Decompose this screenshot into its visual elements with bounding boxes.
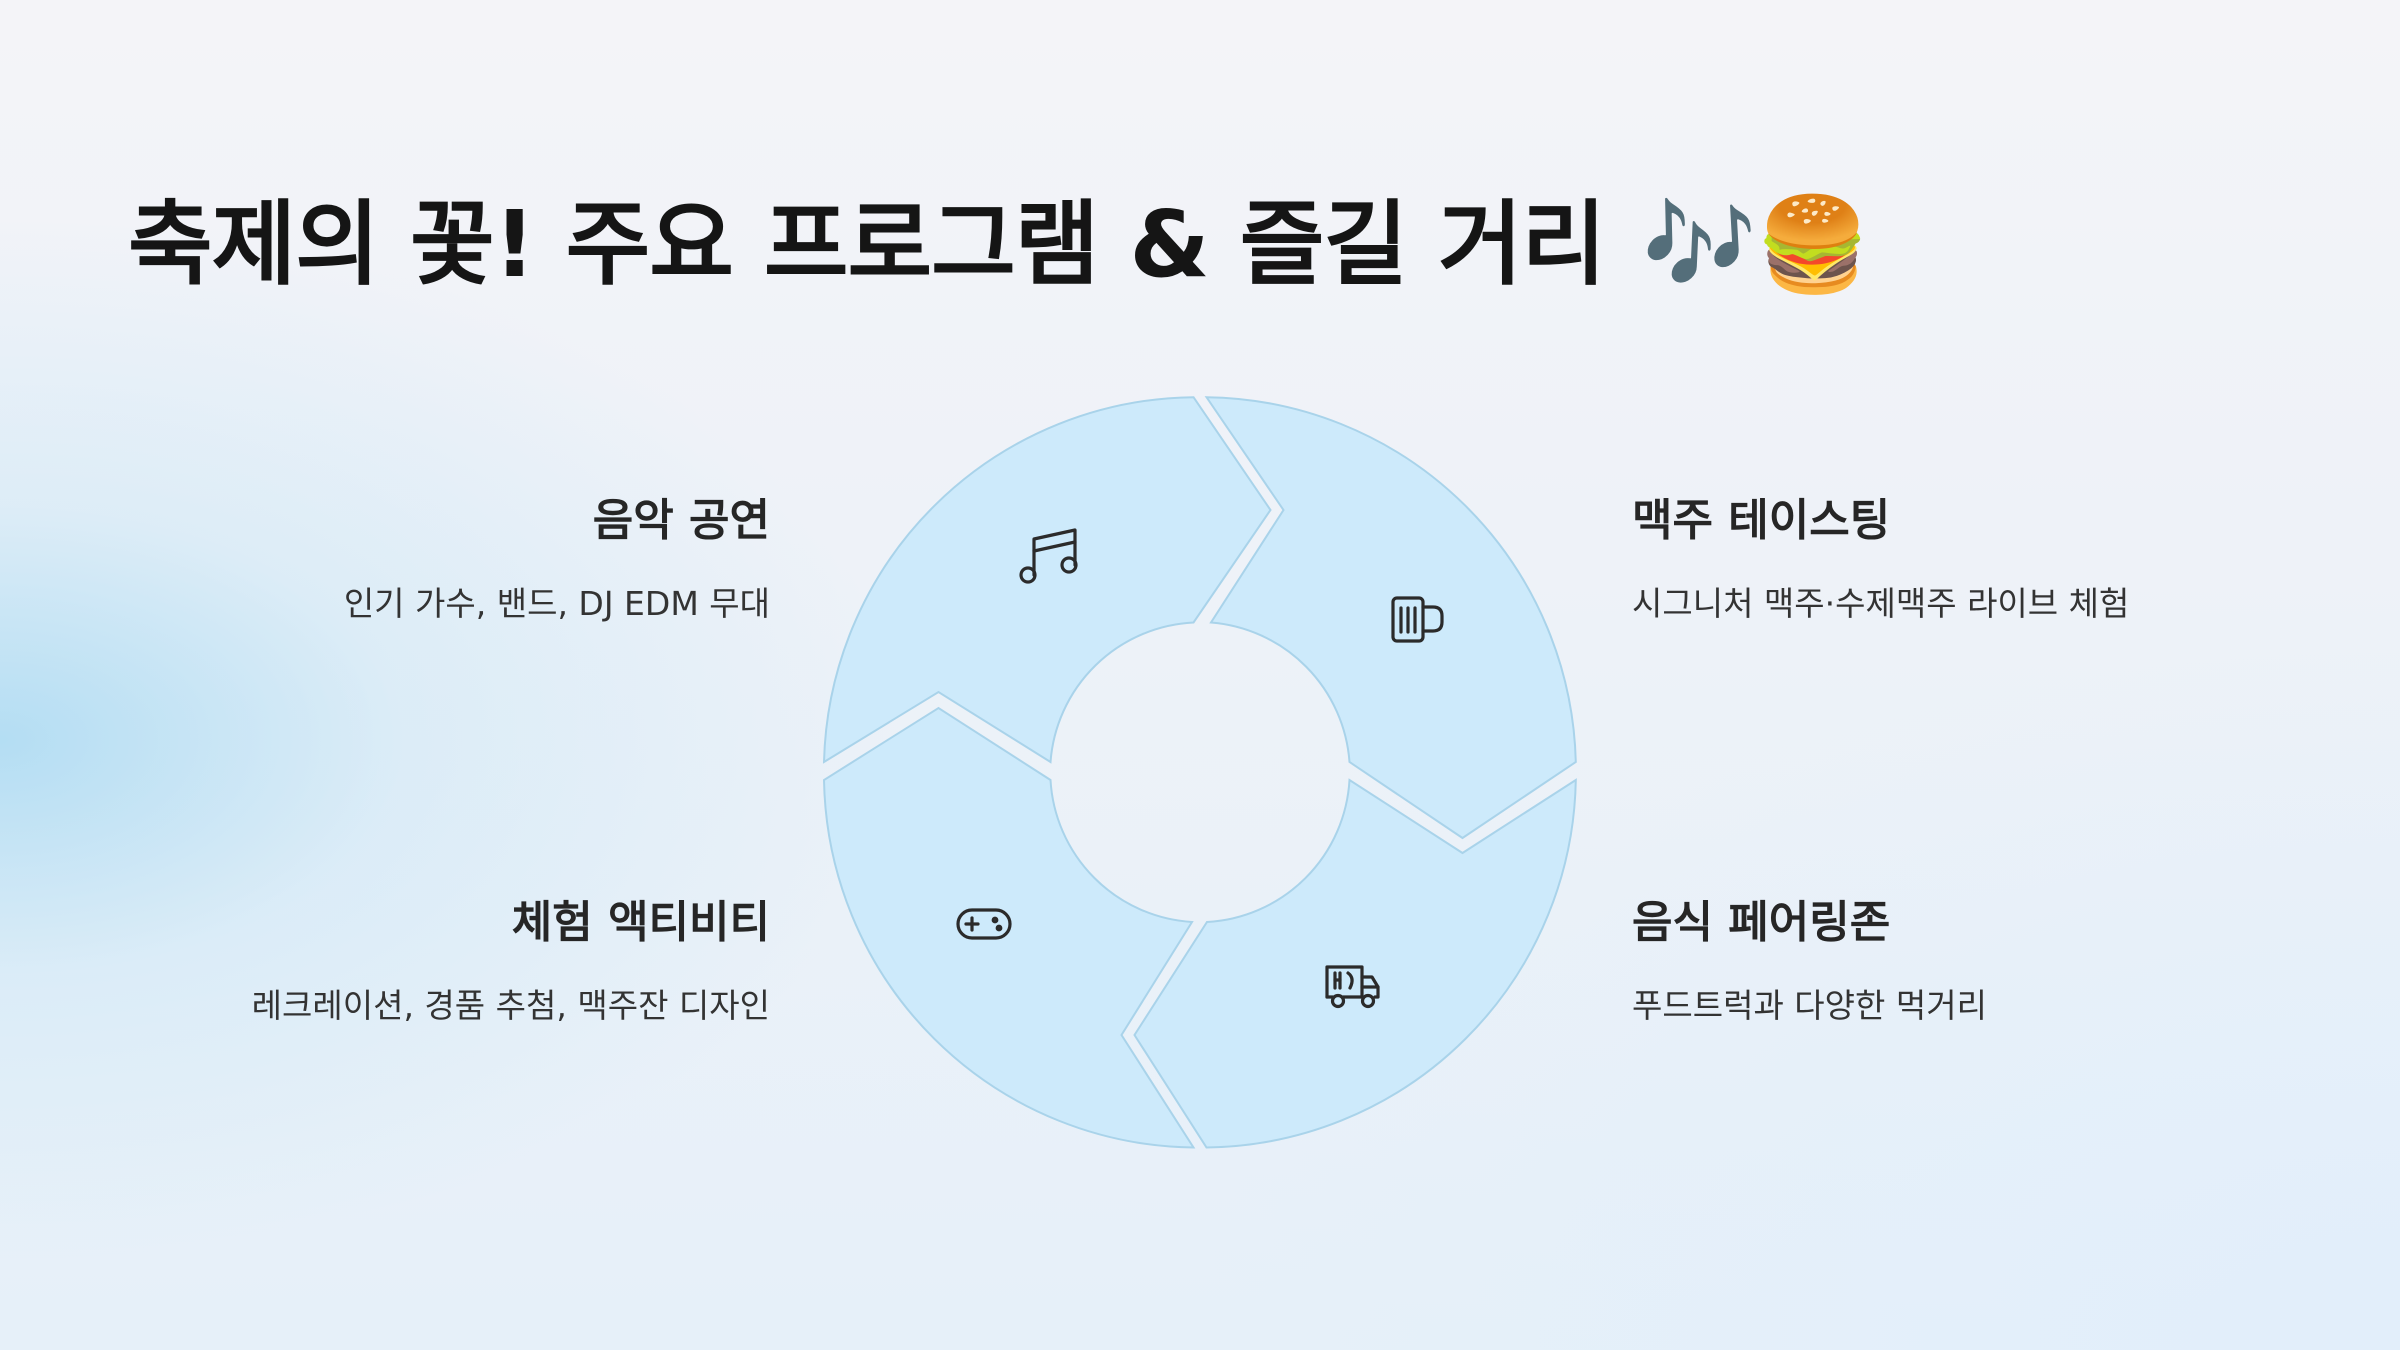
program-beer-description: 시그니처 맥주·수제맥주 라이브 체험	[1632, 583, 2130, 623]
cycle-segment-food	[1133, 778, 1577, 1149]
program-music: 음악 공연 인기 가수, 밴드, DJ EDM 무대	[130, 495, 770, 623]
page-title: 축제의 꽃! 주요 프로그램 & 즐길 거리 🎶🍔	[128, 191, 1870, 298]
cycle-segment-beer	[1204, 396, 1577, 840]
program-music-description: 인기 가수, 밴드, DJ EDM 무대	[343, 583, 770, 623]
program-beer-heading: 맥주 테이스팅	[1632, 495, 1891, 546]
program-food-heading: 음식 페어링존	[1632, 897, 1891, 948]
music-note-icon	[1019, 528, 1078, 584]
program-activity-description: 레크레이션, 경품 추첨, 맥주잔 디자인	[251, 985, 770, 1025]
program-activity-heading: 체험 액티비티	[511, 897, 770, 948]
program-food: 음식 페어링존 푸드트럭과 다양한 먹거리	[1632, 897, 2272, 1025]
program-beer: 맥주 테이스팅 시그니처 맥주·수제맥주 라이브 체험	[1632, 495, 2272, 623]
gamepad-icon	[956, 908, 1012, 940]
program-food-description: 푸드트럭과 다양한 먹거리	[1632, 985, 1987, 1025]
cycle-segment-music	[822, 396, 1272, 764]
food-truck-icon	[1325, 965, 1380, 1009]
page-title-text: 축제의 꽃! 주요 프로그램 & 즐길 거리	[128, 191, 1606, 298]
title-emoji: 🎶🍔	[1642, 191, 1870, 298]
program-activity: 체험 액티비티 레크레이션, 경품 추첨, 맥주잔 디자인	[130, 897, 770, 1025]
program-music-heading: 음악 공연	[592, 495, 770, 546]
beer-mug-icon	[1391, 596, 1444, 643]
cycle-segments	[822, 396, 1577, 1149]
